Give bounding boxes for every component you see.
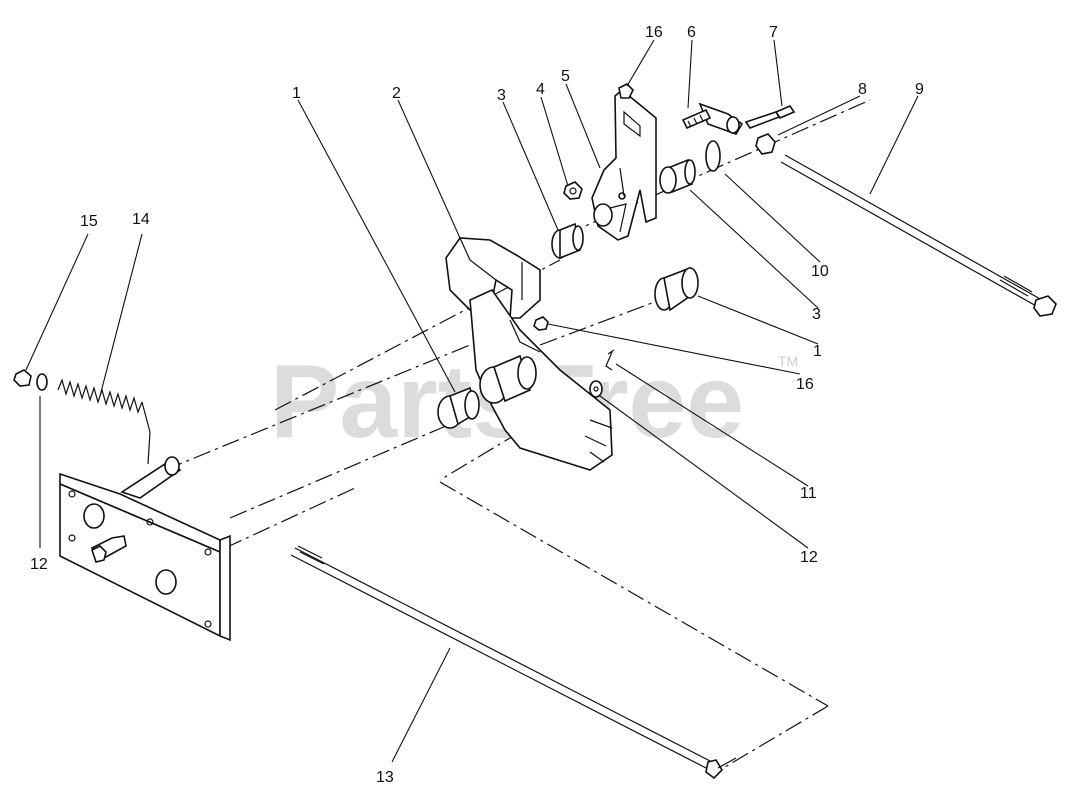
callout-4: 4 [536, 81, 545, 98]
callout-1-lower: 1 [813, 343, 822, 360]
part-15-nut [13, 369, 32, 387]
callout-5: 5 [561, 68, 570, 85]
callout-2: 2 [392, 85, 401, 102]
leader-lines [25, 39, 919, 763]
part-12-washer-right [589, 380, 603, 398]
callout-15: 15 [80, 213, 98, 230]
part-6-7-8-clevis [681, 102, 796, 135]
callout-10: 10 [811, 263, 829, 280]
callout-1-upper: 1 [292, 85, 301, 102]
part-3-bushing-upper [551, 222, 584, 260]
callout-13: 13 [376, 769, 394, 786]
callout-8: 8 [858, 81, 867, 98]
callout-3-upper: 3 [497, 87, 506, 104]
callout-7: 7 [769, 24, 778, 41]
part-14-spring [57, 378, 151, 465]
part-mounting-plate [59, 456, 231, 642]
part-arm-assembly [437, 288, 613, 471]
callout-6: 6 [687, 24, 696, 41]
callout-12-right: 12 [800, 549, 818, 566]
callout-3-lower: 3 [812, 306, 821, 323]
part-16-nut-lower [533, 316, 549, 331]
callout-14: 14 [132, 211, 150, 228]
part-13-rod [290, 545, 737, 780]
watermark-trademark: TM [778, 353, 798, 369]
callout-12-left: 12 [30, 556, 48, 573]
part-12-washer-left [36, 373, 48, 391]
callout-11: 11 [800, 485, 817, 502]
part-3-bushing-right [659, 158, 696, 194]
callout-9: 9 [915, 81, 924, 98]
part-4-nut [563, 181, 583, 200]
part-1-bushing-right [654, 266, 699, 312]
part-5-bracket [591, 83, 657, 241]
callout-labels: 1 2 3 4 5 16 6 7 8 9 10 3 1 16 11 12 15 … [30, 24, 924, 786]
part-9-rod [755, 133, 1057, 317]
callout-16-upper: 16 [645, 24, 663, 41]
part-10-washer [705, 140, 721, 172]
callout-16-lower: 16 [796, 376, 814, 393]
part-11-pin [605, 349, 615, 371]
